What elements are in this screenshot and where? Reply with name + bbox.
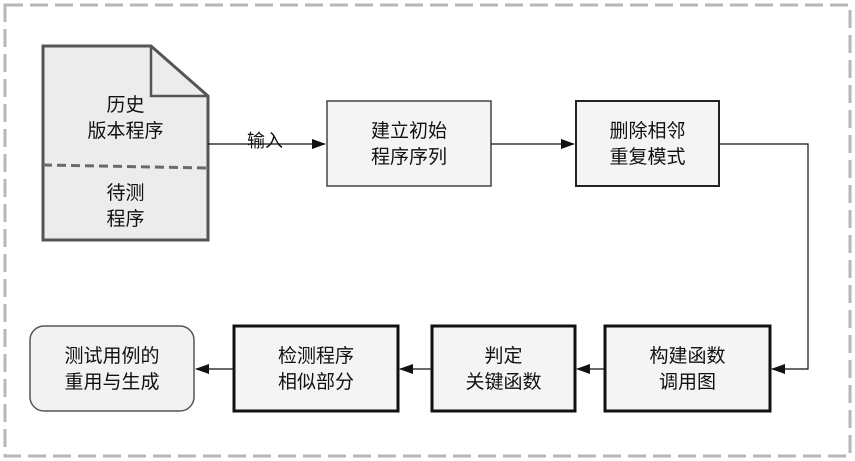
- remove-repeat-box: [575, 100, 720, 187]
- key-functions-box: [430, 324, 577, 413]
- test-reuse-box: [29, 325, 195, 412]
- outer-dashed-border: [3, 3, 852, 458]
- document-shape: [41, 44, 210, 242]
- arrow-remove-to-callgraph: [719, 143, 809, 374]
- call-graph-box: [603, 324, 772, 413]
- init-sequence-box: [326, 100, 492, 187]
- similar-parts-box: [232, 324, 400, 413]
- document-fold-icon: [149, 46, 208, 98]
- input-edge-label: 输入: [247, 131, 283, 152]
